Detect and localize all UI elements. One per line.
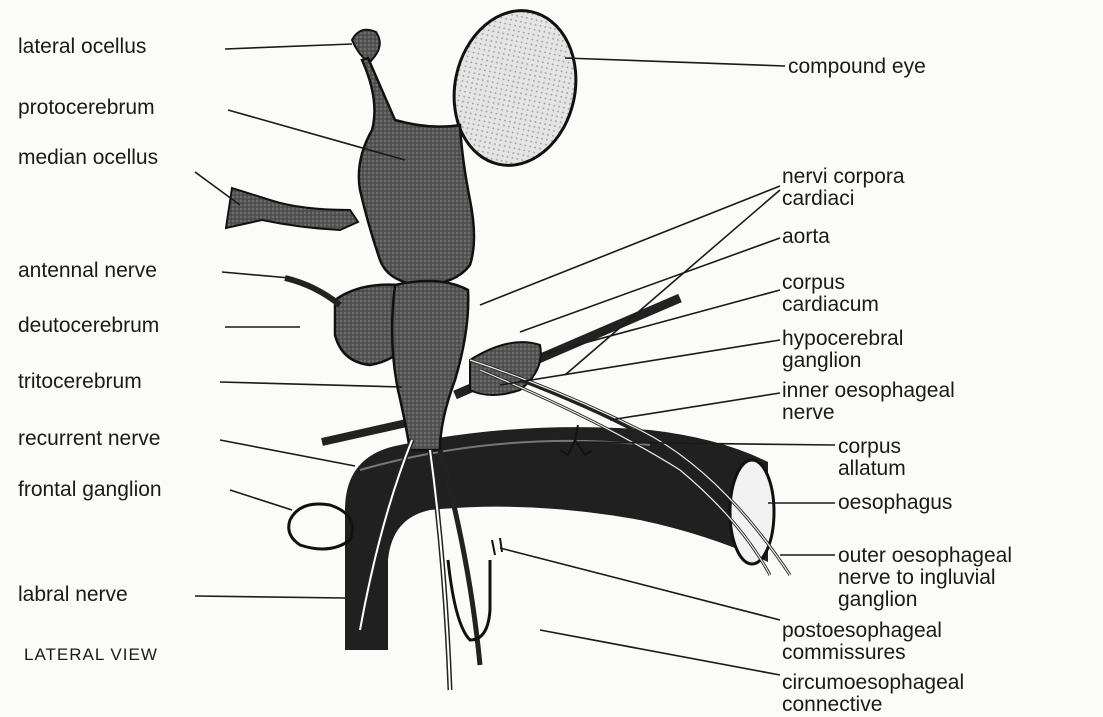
label-hypocerebral-ganglion: hypocerebral ganglion xyxy=(782,328,903,372)
corpus-cardiacum-shape xyxy=(470,342,541,395)
label-circumoesophageal-connective: circumoesophageal connective xyxy=(782,672,964,716)
label-deutocerebrum: deutocerebrum xyxy=(18,315,159,337)
label-lateral-ocellus: lateral ocellus xyxy=(18,36,146,58)
lateral-ocellus-shape xyxy=(352,30,380,62)
label-recurrent-nerve: recurrent nerve xyxy=(18,428,160,450)
label-inner-oesophageal-nerve: inner oesophageal nerve xyxy=(782,380,955,424)
label-outer-oesophageal-nerve: outer oesophageal nerve to ingluvial gan… xyxy=(838,545,1012,611)
caption-lateral-view: LATERAL VIEW xyxy=(24,644,158,666)
antennal-nerve-shape xyxy=(285,278,340,305)
postoesophageal-commissure-shape xyxy=(492,538,502,555)
label-frontal-ganglion: frontal ganglion xyxy=(18,479,162,501)
oesophagus-shape xyxy=(345,427,774,650)
label-compound-eye: compound eye xyxy=(788,56,926,78)
frontal-ganglion-shape xyxy=(289,504,353,549)
label-corpus-allatum: corpus allatum xyxy=(838,436,906,480)
label-nervi-corpora-cardiaci: nervi corpora cardiaci xyxy=(782,166,905,210)
label-tritocerebrum: tritocerebrum xyxy=(18,371,142,393)
label-protocerebrum: protocerebrum xyxy=(18,97,155,119)
label-corpus-cardiacum: corpus cardiacum xyxy=(782,272,879,316)
label-median-ocellus: median ocellus xyxy=(18,147,158,169)
label-postoesophageal-commissures: postoesophageal commissures xyxy=(782,620,942,664)
label-oesophagus: oesophagus xyxy=(838,492,952,514)
median-ocellus-shape xyxy=(226,188,358,230)
label-labral-nerve: labral nerve xyxy=(18,584,128,606)
label-antennal-nerve: antennal nerve xyxy=(18,260,157,282)
label-aorta: aorta xyxy=(782,226,830,248)
